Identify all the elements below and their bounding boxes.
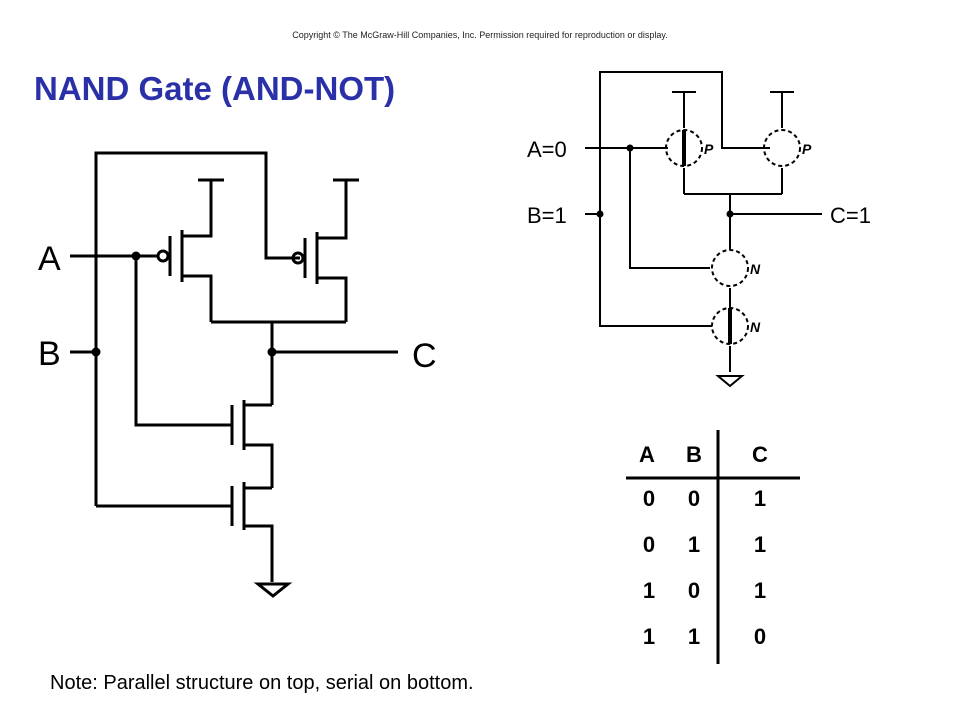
nmos-2 (230, 482, 274, 582)
copyright-notice: Copyright © The McGraw-Hill Companies, I… (292, 30, 668, 40)
r-pmos1-label: P (704, 141, 714, 157)
right-closed-switches (682, 130, 732, 344)
tt-cell: 1 (643, 578, 655, 603)
left-junctions (91, 251, 277, 357)
ground-symbol-right (715, 375, 745, 388)
tt-header-a: A (639, 442, 655, 467)
tt-cell: 1 (688, 532, 700, 557)
a-to-nmos1-wire (134, 256, 232, 427)
tt-cell: 0 (643, 486, 655, 511)
r-pmos2-label: P (802, 141, 812, 157)
tt-cell: 1 (688, 624, 700, 649)
r-b-bus-wire (599, 71, 770, 327)
tt-cell: 0 (643, 532, 655, 557)
left-label-c: C (412, 337, 437, 375)
tt-header-c: C (752, 442, 768, 467)
pmos-2 (291, 178, 359, 322)
left-circuit (70, 151, 398, 598)
r-label-a: A=0 (527, 137, 567, 162)
left-label-a: A (38, 240, 61, 278)
tt-cell: 0 (688, 578, 700, 603)
r-a-to-nmos-wire (629, 148, 710, 269)
tt-cell: 0 (754, 624, 766, 649)
tt-cell: 1 (754, 486, 766, 511)
r-nmos2-label: N (750, 319, 761, 335)
nmos-1 (230, 400, 274, 488)
page-title: NAND Gate (AND-NOT) (34, 70, 396, 107)
truth-table: A B C 0 0 1 0 1 1 1 0 1 1 1 0 (626, 430, 800, 664)
right-circuit (585, 71, 822, 388)
right-switch-circles (665, 129, 801, 345)
tt-cell: 1 (754, 578, 766, 603)
tt-cell: 1 (754, 532, 766, 557)
pmos2-bubble (291, 251, 305, 265)
footnote: Note: Parallel structure on top, serial … (50, 672, 474, 694)
pmos-1 (156, 178, 224, 322)
tt-cell: 1 (643, 624, 655, 649)
r-nmos1-circle (711, 249, 749, 287)
right-junctions (596, 144, 734, 218)
b-bus-wire (94, 151, 300, 506)
left-label-b: B (38, 335, 61, 373)
ground-symbol-left (253, 582, 293, 598)
r-label-b: B=1 (527, 203, 567, 228)
tt-cell: 0 (688, 486, 700, 511)
r-pmos2-circle (763, 129, 801, 167)
pmos1-bubble (156, 249, 170, 263)
r-label-c: C=1 (830, 203, 871, 228)
r-nmos1-label: N (750, 261, 761, 277)
tt-header-b: B (686, 442, 702, 467)
